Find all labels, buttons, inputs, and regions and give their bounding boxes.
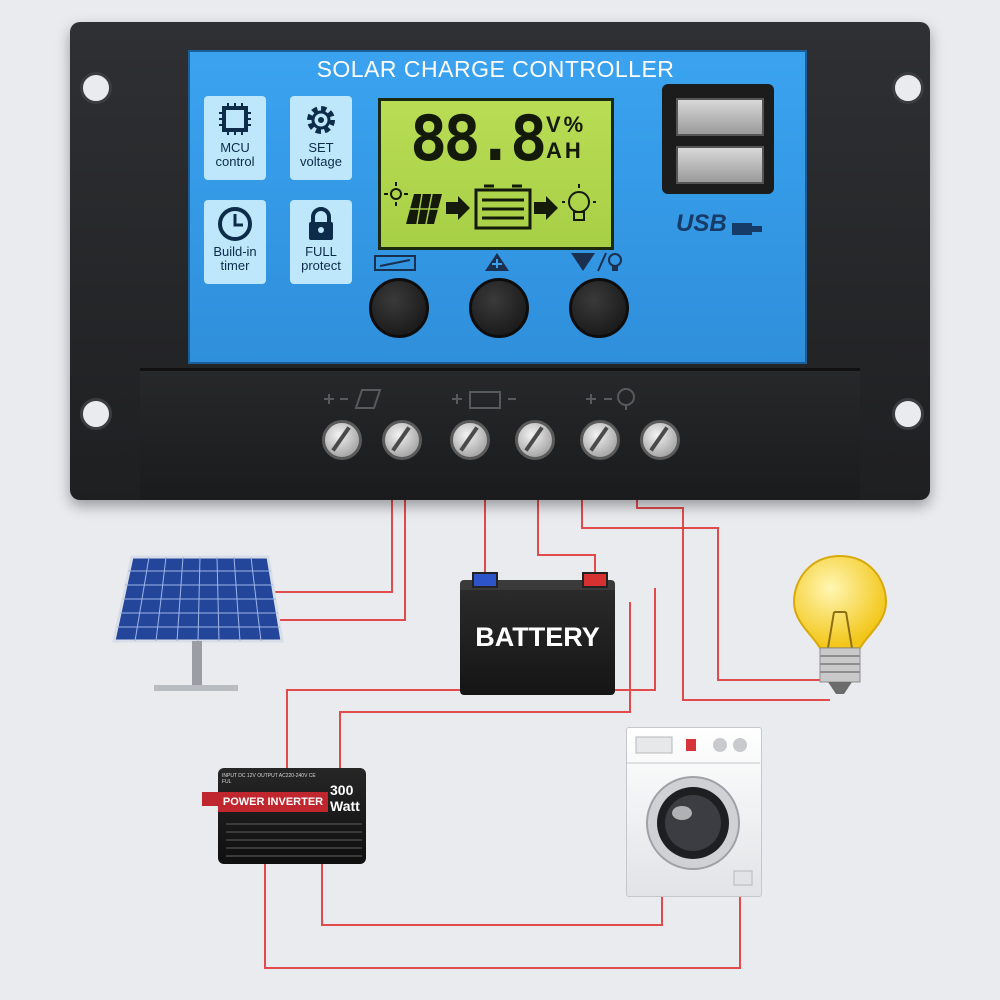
usb-port-1[interactable] xyxy=(676,98,764,136)
terminal-labels xyxy=(324,388,635,410)
menu-icon xyxy=(374,255,416,271)
feature-label-line1: MCU xyxy=(220,140,250,155)
terminal-screw-load-positive[interactable] xyxy=(580,420,620,460)
solar-panel-icon xyxy=(324,389,382,409)
wire-load-negative xyxy=(581,500,830,681)
feature-mcu-control: MCU control xyxy=(204,96,266,180)
up-button[interactable] xyxy=(469,278,529,338)
feature-label-line2: voltage xyxy=(300,154,342,169)
battery-negative-terminal xyxy=(472,572,498,588)
feature-build-in-timer: Build-in timer xyxy=(204,200,266,284)
gear-icon xyxy=(307,106,335,134)
inverter-rating: 300 Watt xyxy=(330,782,360,814)
feature-set-voltage: SET voltage xyxy=(290,96,352,180)
lcd-unit-bottom: AH xyxy=(546,138,584,163)
wire-load-positive xyxy=(636,500,830,701)
lock-icon xyxy=(309,207,333,240)
inverter-watt-value: 300 xyxy=(330,782,354,798)
terminal-screw-battery-positive[interactable] xyxy=(450,420,490,460)
battery-icon xyxy=(452,391,516,409)
menu-button[interactable] xyxy=(369,278,429,338)
wire-inverter-b xyxy=(339,602,631,768)
mount-hole-top-left xyxy=(80,72,112,104)
inverter-fins xyxy=(226,823,362,857)
solar-panel-device xyxy=(112,555,284,691)
down-button[interactable] xyxy=(569,278,629,338)
battery-positive-terminal xyxy=(582,572,608,588)
feature-label-line2: protect xyxy=(301,258,341,273)
battery-device xyxy=(460,580,615,695)
up-icon xyxy=(485,253,509,271)
usb-label: USB xyxy=(676,210,727,237)
load-bulb-icon xyxy=(586,388,635,410)
arrow-right-icon xyxy=(446,196,470,220)
inverter-connector-icon xyxy=(202,792,218,806)
down-light-icon xyxy=(571,252,622,272)
light-bulb-icon xyxy=(562,184,596,221)
terminal-screw-load-negative[interactable] xyxy=(640,420,680,460)
arrow-right-icon xyxy=(534,196,558,220)
lcd-unit-top: V% xyxy=(546,112,587,137)
washing-machine-details xyxy=(626,736,760,886)
mount-hole-bottom-right xyxy=(892,398,924,430)
battery-label: BATTERY xyxy=(475,622,600,652)
battery-icon xyxy=(474,184,532,230)
feature-label-line1: SET xyxy=(308,140,334,155)
feature-label-line2: timer xyxy=(220,258,250,273)
lcd-flow-icons xyxy=(384,182,596,230)
usb-port-2[interactable] xyxy=(676,146,764,184)
lcd-units: V% AH xyxy=(546,112,586,164)
wire-solar-positive xyxy=(275,500,393,593)
clock-icon xyxy=(218,207,252,241)
lcd-digits: 88.8 xyxy=(410,102,547,175)
usb-plug-icon xyxy=(732,223,762,235)
feature-label-line1: FULL xyxy=(305,244,337,259)
inverter-watt-unit: Watt xyxy=(330,798,360,814)
chip-icon xyxy=(219,103,251,135)
wire-solar-negative xyxy=(275,500,406,621)
feature-full-protect: FULL protect xyxy=(290,200,352,284)
wire-washer-a xyxy=(264,864,741,969)
terminal-screw-battery-negative[interactable] xyxy=(515,420,555,460)
feature-label-line2: control xyxy=(215,154,255,169)
terminal-screw-solar-negative[interactable] xyxy=(382,420,422,460)
lcd-display xyxy=(378,98,614,250)
feature-label-line1: Build-in xyxy=(213,244,257,259)
terminal-block xyxy=(140,368,860,499)
wire-washer-b xyxy=(321,864,663,926)
inverter-small-print: INPUT DC 12V OUTPUT AC220-240V CE FUL xyxy=(222,773,316,785)
solar-panel-icon xyxy=(406,193,442,225)
inverter-label: POWER INVERTER xyxy=(218,792,328,812)
wire-battery-positive xyxy=(537,500,596,578)
sun-icon xyxy=(384,182,408,206)
light-bulb-device xyxy=(792,554,888,694)
mount-hole-bottom-left xyxy=(80,398,112,430)
mount-hole-top-right xyxy=(892,72,924,104)
controller-title: SOLAR CHARGE CONTROLLER xyxy=(316,56,675,82)
terminal-screw-solar-positive[interactable] xyxy=(322,420,362,460)
